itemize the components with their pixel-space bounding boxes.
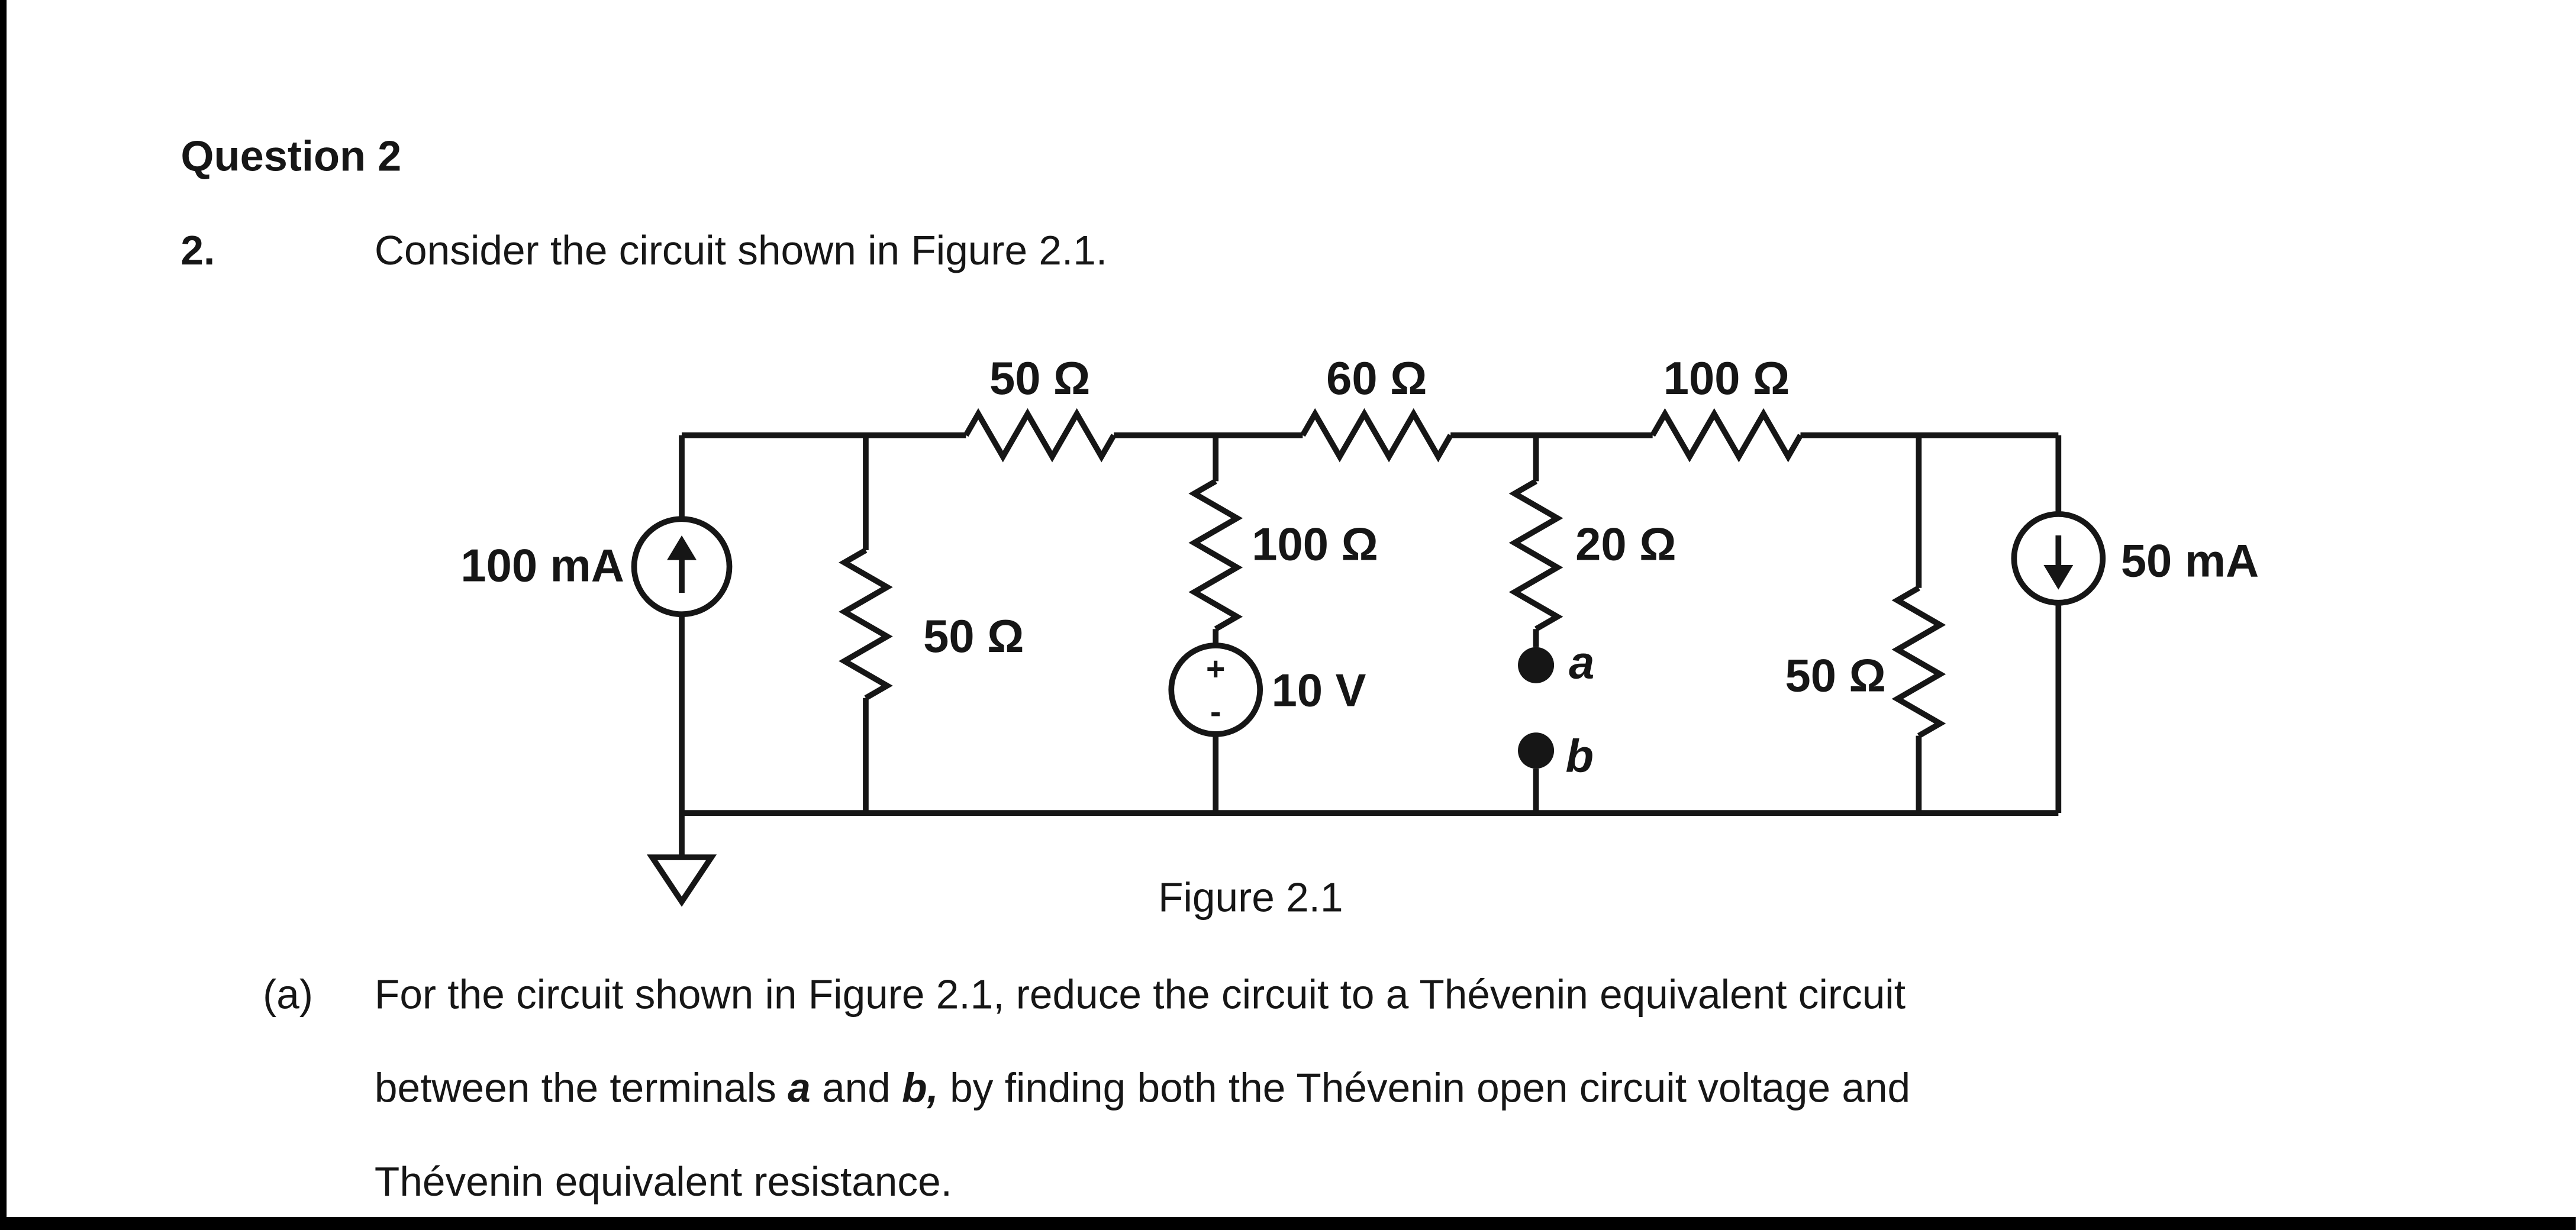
resistor-symbol-mid-100 <box>1188 479 1243 632</box>
question-title: Question 2 <box>180 131 402 181</box>
label-shunt-resistor: 50 Ω <box>923 611 1024 662</box>
part-a-label: (a) <box>263 972 314 1019</box>
label-voltage-source: 10 V <box>1272 666 1366 716</box>
resistor-symbol-shunt-50 <box>839 547 893 701</box>
voltage-plus-sign: + <box>1206 650 1225 687</box>
current-source-100ma-icon <box>631 516 733 618</box>
terminal-a-reference: a <box>788 1066 811 1112</box>
part-a-line2-pre: between the terminals <box>374 1066 788 1112</box>
part-a-line3: Thévenin equivalent resistance. <box>374 1159 952 1206</box>
terminal-b-reference: b, <box>902 1066 939 1112</box>
current-source-50ma-icon <box>2011 511 2106 606</box>
resistor-symbol-top-60 <box>1300 408 1453 463</box>
voltage-source-icon: + - <box>1168 643 1263 737</box>
circuit-wires <box>679 432 2062 858</box>
terminal-b-dot <box>1518 732 1555 769</box>
resistor-symbol-20 <box>1508 479 1563 632</box>
resistor-symbol-top-50 <box>963 408 1117 463</box>
label-top-resistor-2: 60 Ω <box>1326 353 1427 404</box>
part-a-line2: between the terminals a and b, by findin… <box>375 1066 1910 1114</box>
item-text: Consider the circuit shown in Figure 2.1… <box>374 228 1108 275</box>
label-terminal-b: b <box>1566 731 1594 782</box>
part-a-line2-post: by finding both the Thévenin open circui… <box>938 1066 1911 1112</box>
label-left-current-source: 100 mA <box>460 541 624 592</box>
part-a-line1: For the circuit shown in Figure 2.1, red… <box>374 972 1906 1019</box>
voltage-minus-sign: - <box>1210 693 1221 729</box>
label-top-resistor-1: 50 Ω <box>989 353 1090 404</box>
part-a-line2-mid: and <box>810 1066 902 1112</box>
resistor-symbol-top-100 <box>1650 408 1803 463</box>
label-right-current-source: 50 mA <box>2121 535 2259 586</box>
scan-edge-left <box>0 0 7 1230</box>
scan-edge-bottom <box>0 1217 2576 1230</box>
label-right-resistor: 50 Ω <box>1785 651 1885 702</box>
figure-caption: Figure 2.1 <box>1158 875 1343 922</box>
ground-icon <box>646 854 717 907</box>
item-number: 2. <box>180 228 215 275</box>
label-20-resistor: 20 Ω <box>1575 519 1676 570</box>
label-top-resistor-3: 100 Ω <box>1663 353 1790 404</box>
terminal-a-dot <box>1518 647 1555 683</box>
label-middle-resistor: 100 Ω <box>1252 519 1378 570</box>
resistor-symbol-right-50 <box>1891 585 1946 738</box>
label-terminal-a: a <box>1569 637 1594 688</box>
